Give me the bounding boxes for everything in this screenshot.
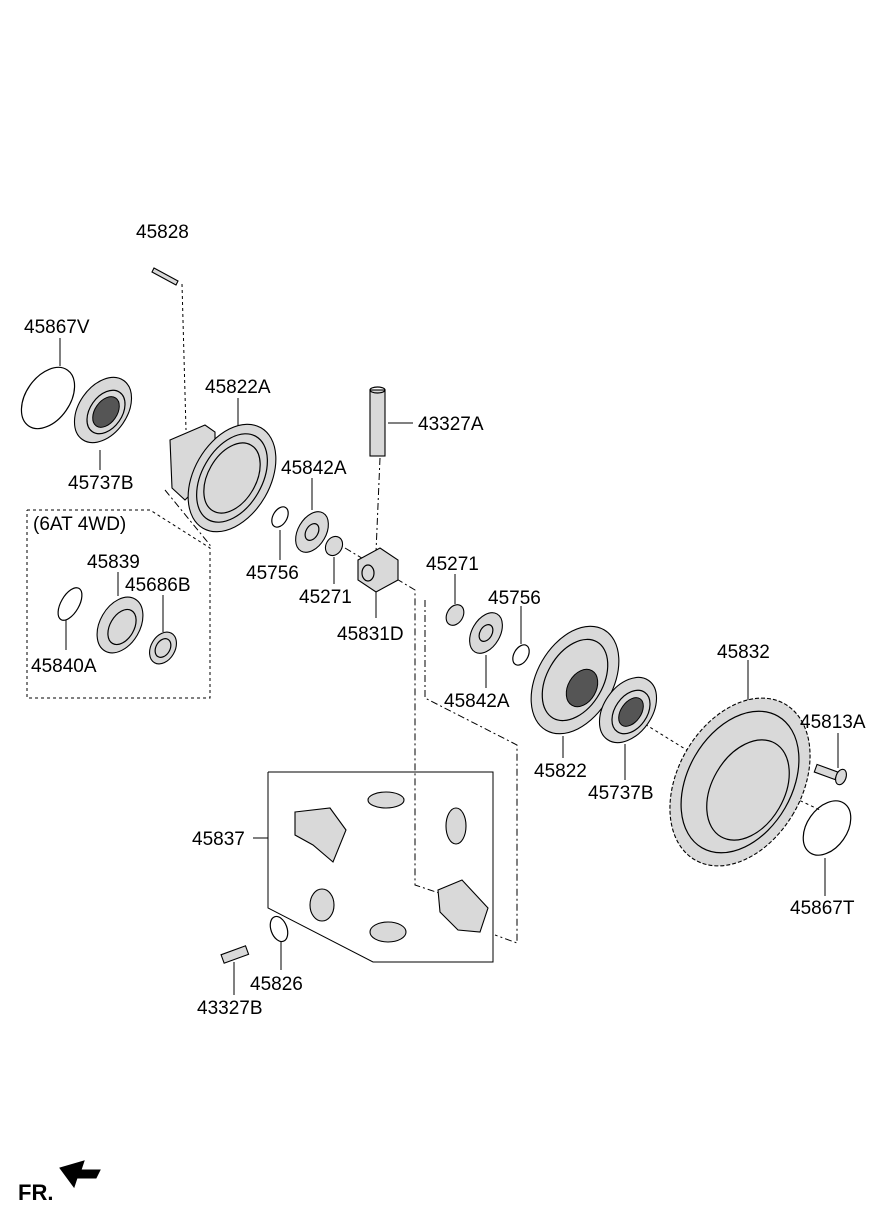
label-45822: 45822 bbox=[534, 761, 587, 782]
part-43327A-shaft bbox=[369, 386, 386, 457]
label-45813A: 45813A bbox=[800, 712, 866, 733]
part-labels: 45828 45867V 45822A 45737B 43327A 45842A… bbox=[24, 222, 866, 1019]
part-45837-gear-set bbox=[267, 771, 494, 963]
part-45832-ring-gear bbox=[669, 697, 811, 867]
part-45831D-block bbox=[357, 547, 399, 593]
label-45831D: 45831D bbox=[337, 624, 404, 645]
label-45686B: 45686B bbox=[125, 575, 191, 596]
part-45842A-bottom-plate bbox=[469, 612, 503, 654]
label-45737B-right: 45737B bbox=[588, 783, 654, 804]
part-45867T-shim bbox=[802, 800, 852, 856]
part-45737B-left-bearing bbox=[73, 376, 133, 444]
part-45756-left-snap-ring bbox=[271, 506, 289, 528]
label-leaders bbox=[59, 338, 839, 995]
part-43327B-pin bbox=[220, 945, 250, 964]
part-45822A-differential-case bbox=[169, 423, 277, 533]
direction-label: FR. bbox=[18, 1180, 53, 1205]
part-45271-right-washer bbox=[445, 604, 465, 626]
part-45756-right-snap-ring bbox=[512, 644, 530, 666]
label-45271-right: 45271 bbox=[426, 554, 479, 575]
part-45822-case-half bbox=[530, 625, 620, 735]
part-45271-left-washer bbox=[324, 535, 344, 557]
label-45756-left: 45756 bbox=[246, 563, 299, 584]
front-direction-indicator: FR. bbox=[18, 1160, 101, 1205]
label-45842A-bottom: 45842A bbox=[444, 691, 510, 712]
label-45840A: 45840A bbox=[31, 656, 97, 677]
label-45828: 45828 bbox=[136, 222, 189, 243]
label-45271-left: 45271 bbox=[299, 587, 352, 608]
front-direction-arrow-icon bbox=[59, 1160, 101, 1189]
label-45826: 45826 bbox=[250, 974, 303, 995]
label-45867V: 45867V bbox=[24, 317, 90, 338]
label-45867T: 45867T bbox=[790, 898, 855, 919]
part-45813A-bolt bbox=[813, 763, 847, 786]
part-45867V-shim bbox=[20, 366, 76, 430]
part-45828-pin bbox=[151, 267, 179, 286]
part-45842A-top-plate bbox=[295, 511, 329, 553]
variant-box-title: (6AT 4WD) bbox=[33, 514, 126, 535]
label-45837: 45837 bbox=[192, 829, 245, 850]
label-45832: 45832 bbox=[717, 642, 770, 663]
label-45737B-left: 45737B bbox=[68, 473, 134, 494]
part-45737B-right-bearing bbox=[598, 676, 658, 744]
label-45822A: 45822A bbox=[205, 377, 271, 398]
label-43327A: 43327A bbox=[418, 414, 484, 435]
label-43327B: 43327B bbox=[197, 998, 263, 1019]
label-45842A-top: 45842A bbox=[281, 458, 347, 479]
part-45826-washer bbox=[269, 915, 289, 943]
label-45839: 45839 bbox=[87, 552, 140, 573]
variant-6at-4wd-box bbox=[26, 509, 211, 699]
label-45756-right: 45756 bbox=[488, 588, 541, 609]
